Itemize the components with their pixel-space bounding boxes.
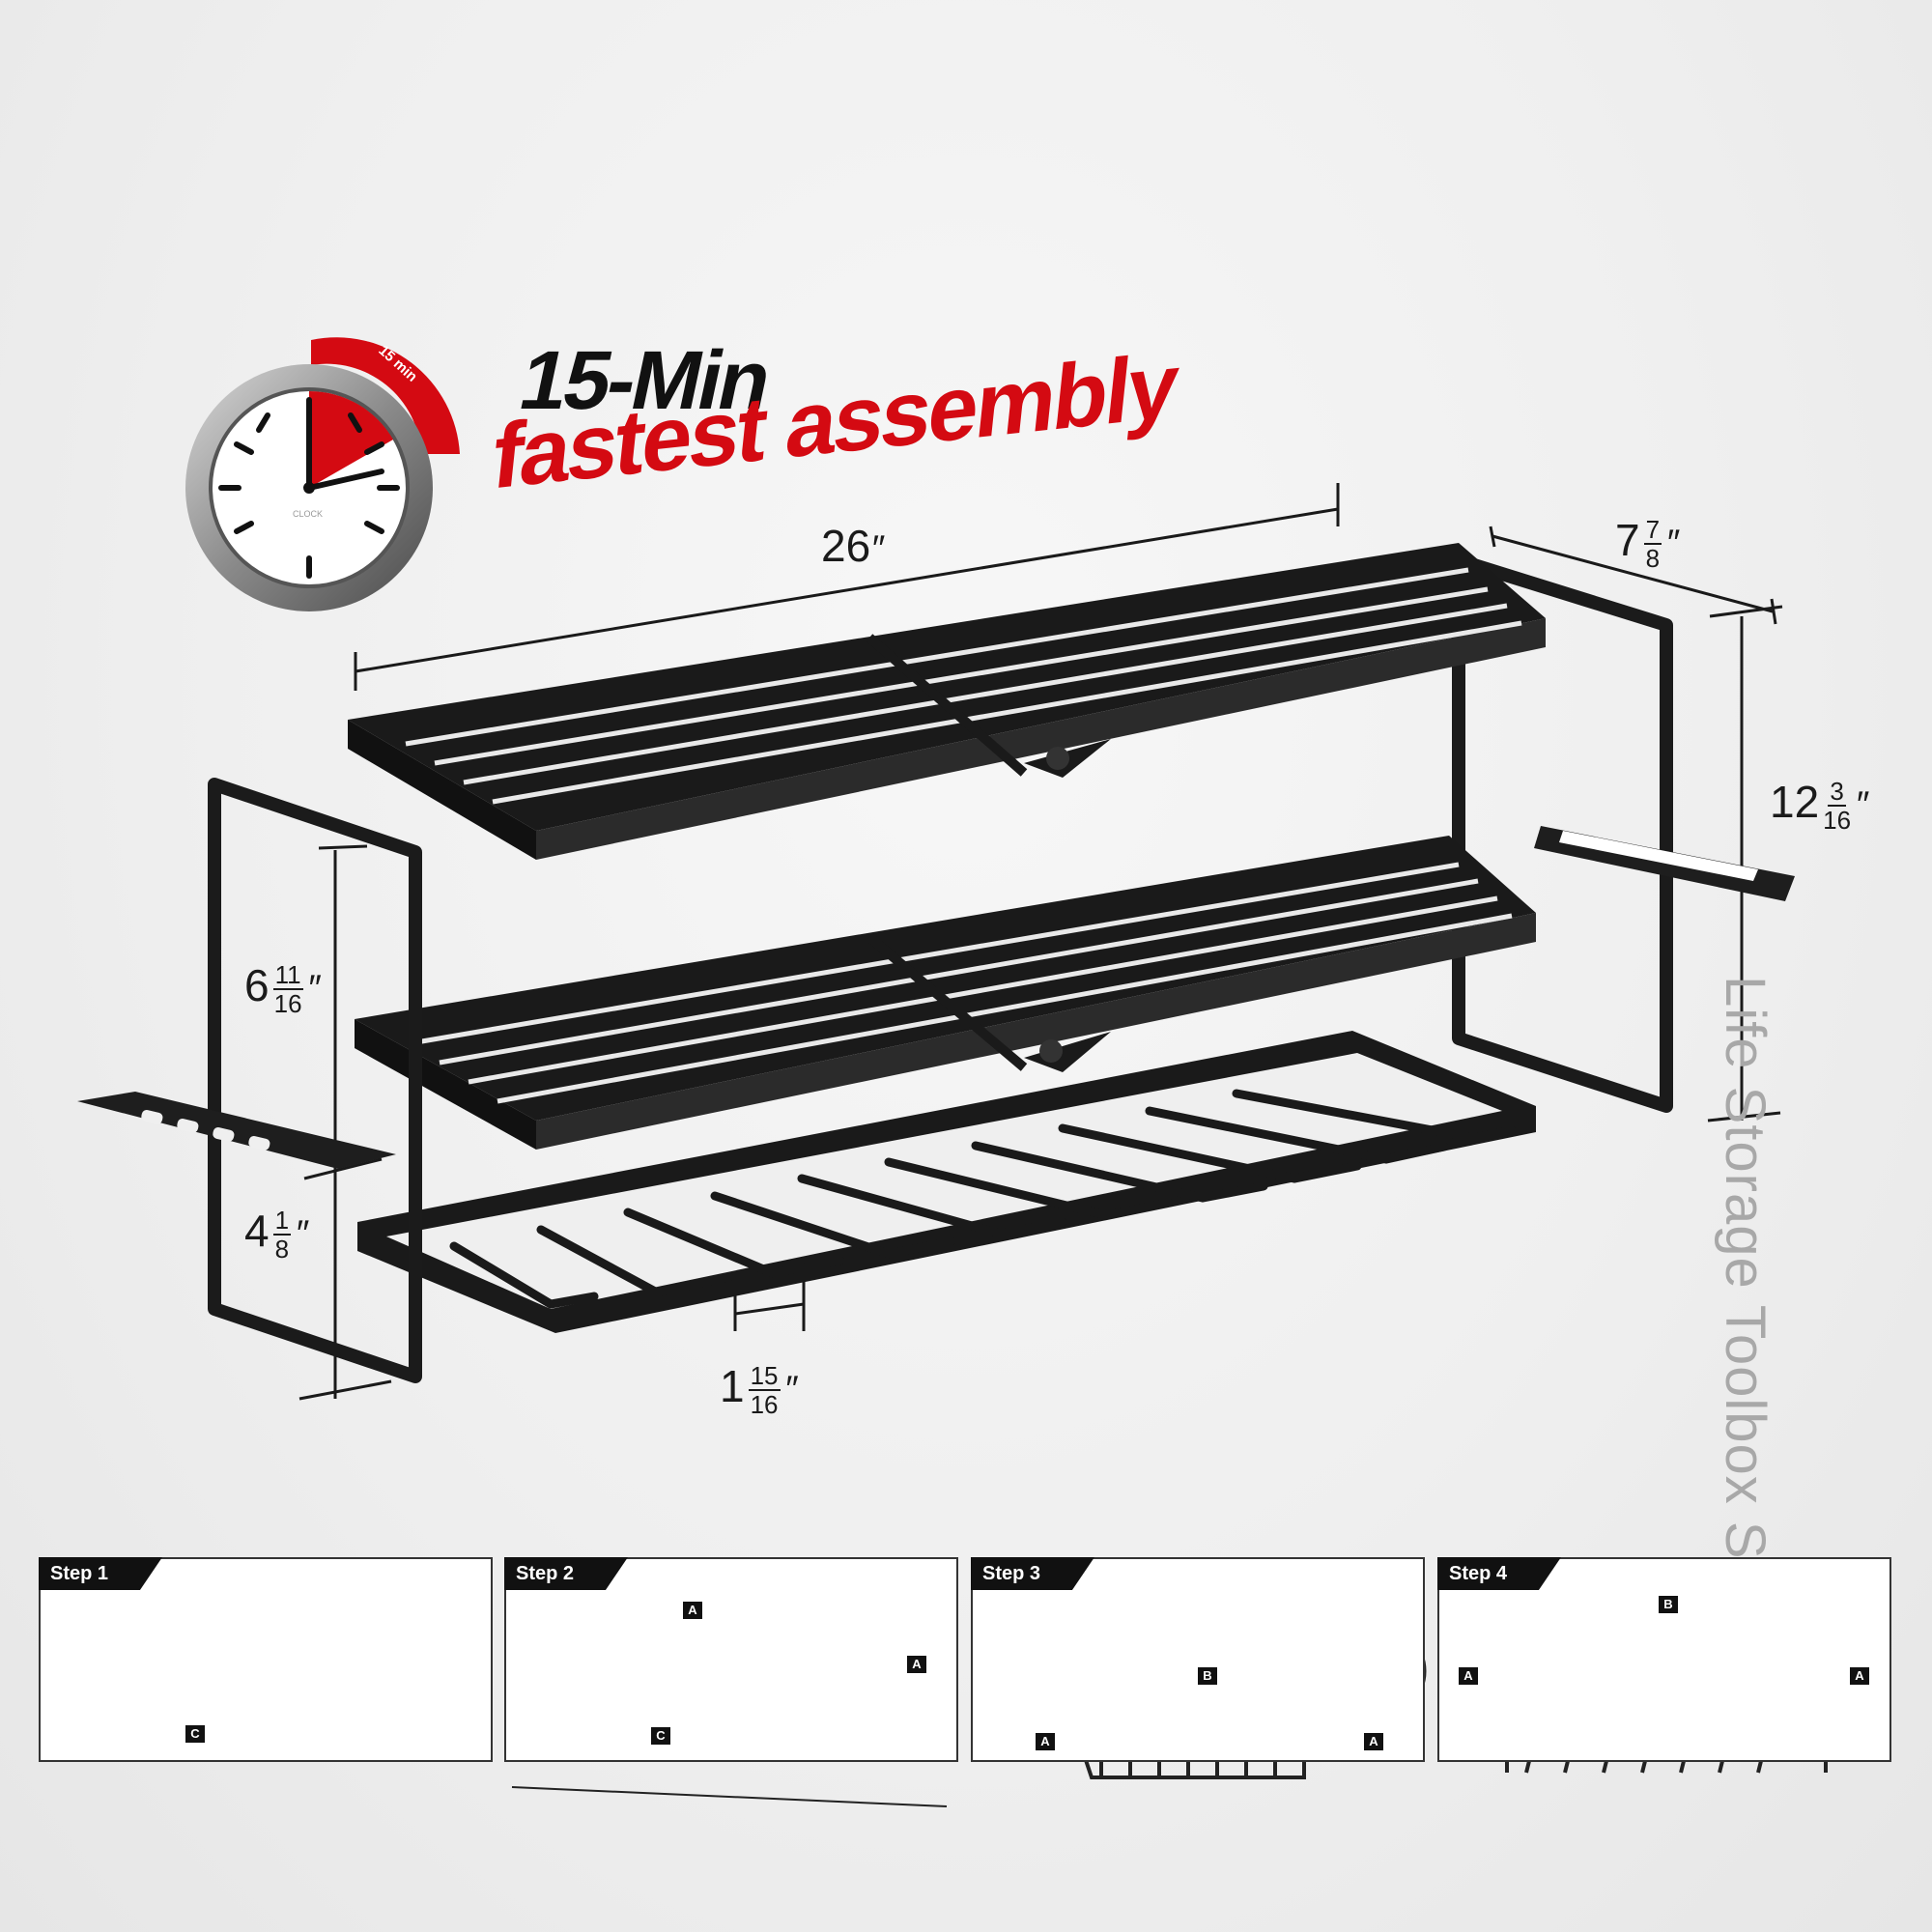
step-3-panel: Step 3 B A A [971,1557,1425,1762]
depth-dimension-line [1489,526,1777,625]
step-4-panel: Step 4 B A A [1437,1557,1891,1762]
width-dimension-label: 26″ [821,521,884,571]
part-label-b: B [1198,1667,1217,1685]
left-mount-plate [77,1092,396,1169]
part-label-a: A [683,1602,702,1619]
clock-face-label: CLOCK [293,509,324,519]
side-dimension-lines [298,844,392,1401]
step-4-tab: Step 4 [1437,1557,1561,1590]
step-3-tab: Step 3 [971,1557,1094,1590]
step-1-tab: Step 1 [39,1557,162,1590]
stopwatch-icon [185,337,460,611]
slot-dimension-line [733,1277,806,1331]
right-mount-plate [1534,826,1795,901]
part-label-a: A [1459,1667,1478,1685]
part-label-c: C [651,1727,670,1745]
left-side-bracket [208,778,422,1383]
step-1-panel: Step 1 C [39,1557,493,1762]
part-label-c: C [185,1725,205,1743]
width-dimension-line [354,483,1340,691]
part-label-b: B [1659,1596,1678,1613]
part-label-a: A [907,1656,926,1673]
part-label-a: A [1036,1733,1055,1750]
step-2-tab: Step 2 [504,1557,628,1590]
bottom-slot-rack [357,1031,1536,1333]
middle-shelf [355,836,1536,1150]
part-label-a: A [1364,1733,1383,1750]
part-label-a: A [1850,1667,1869,1685]
step-2-panel: Step 2 A A C [504,1557,958,1762]
top-shelf [348,543,1546,860]
